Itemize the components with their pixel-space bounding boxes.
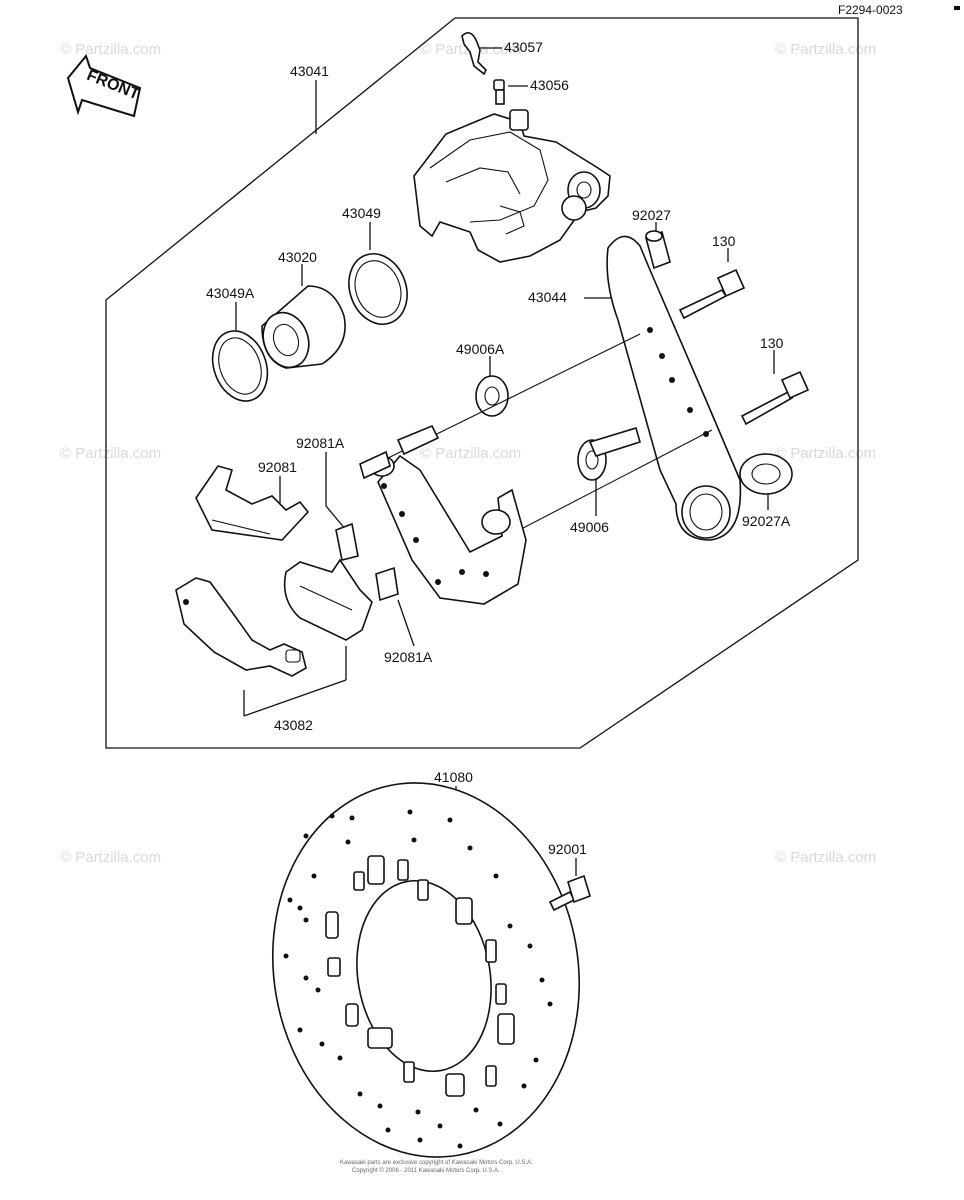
collar-92027A — [739, 453, 793, 495]
pad-spring-92081 — [195, 465, 310, 541]
assembly-boundary — [105, 17, 859, 749]
brake-pad-rear-43082 — [175, 577, 307, 677]
callout-130-upper: 130 — [712, 233, 736, 249]
disc-holes — [283, 809, 553, 1149]
callout-43041: 43041 — [290, 63, 329, 79]
watermark: © Partzilla.com — [60, 445, 161, 462]
callout-49006A: 49006A — [456, 341, 505, 357]
corner-mark — [954, 6, 960, 10]
disc-slots — [325, 855, 515, 1097]
caliper-body — [413, 109, 611, 263]
guide-pins — [383, 333, 713, 541]
bolt-130-lower — [740, 370, 810, 426]
callout-92027: 92027 — [632, 207, 671, 223]
callout-49006: 49006 — [570, 519, 609, 535]
callout-92081A-lower: 92081A — [384, 649, 433, 665]
callout-43049: 43049 — [342, 205, 381, 221]
pad-clip-92081A-lower — [375, 566, 399, 602]
disc-bolt-92001 — [548, 874, 591, 912]
caliper-bracket — [359, 450, 527, 605]
watermark: © Partzilla.com — [775, 849, 876, 866]
callout-130-lower: 130 — [760, 335, 784, 351]
pad-clip-92081A-upper — [335, 522, 359, 561]
callout-92081A-upper: 92081A — [296, 435, 345, 451]
callout-92027A: 92027A — [742, 513, 791, 529]
watermark: © Partzilla.com — [60, 849, 161, 866]
bolt-130-upper — [678, 268, 746, 320]
bushing-49006A — [475, 375, 509, 417]
callout-43044: 43044 — [528, 289, 567, 305]
clip-43057 — [461, 32, 487, 76]
callout-92001: 92001 — [548, 841, 587, 857]
copyright-line: Kawasaki parts are exclusive copyright o… — [340, 1160, 533, 1166]
seal-43049A — [211, 330, 269, 402]
bleed-screw-43056 — [493, 79, 505, 105]
figure-code: F2294-0023 — [838, 3, 903, 17]
callout-92081: 92081 — [258, 459, 297, 475]
watermark: © Partzilla.com — [775, 41, 876, 58]
brake-pad-front-43082 — [283, 558, 373, 641]
brake-disc-41080 — [271, 782, 581, 1158]
front-arrow: FRONT — [66, 53, 142, 118]
torque-link-43044 — [606, 235, 742, 541]
copyright-line: Copyright © 2006 - 2011 Kawasaki Motors … — [352, 1167, 500, 1174]
copyright-footer: Kawasaki parts are exclusive copyright o… — [340, 1160, 533, 1174]
callouts: 43041 43057 43056 43049 43020 43049A 920… — [206, 39, 791, 857]
callout-43082: 43082 — [274, 717, 313, 733]
piston-43020 — [261, 285, 346, 369]
watermark: © Partzilla.com — [420, 445, 521, 462]
callout-43049A: 43049A — [206, 285, 255, 301]
callout-43020: 43020 — [278, 249, 317, 265]
watermark: © Partzilla.com — [60, 41, 161, 58]
callout-43056: 43056 — [530, 77, 569, 93]
collar-92027 — [645, 230, 671, 270]
callout-43057: 43057 — [504, 39, 543, 55]
seal-43049 — [348, 253, 408, 325]
watermark: © Partzilla.com — [775, 445, 876, 462]
callout-41080: 41080 — [434, 769, 473, 785]
